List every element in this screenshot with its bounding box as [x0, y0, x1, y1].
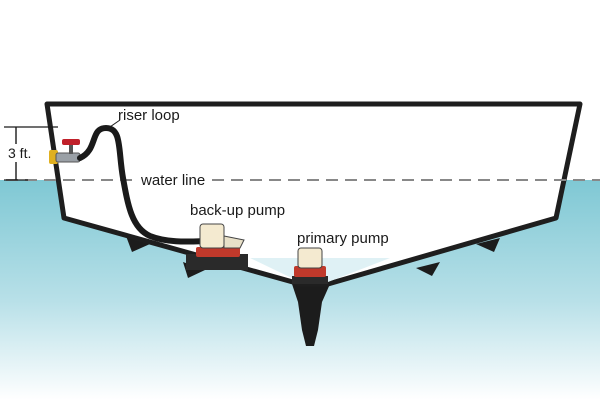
backup-pump-float-switch: [223, 235, 245, 249]
primary-pump-mount: [292, 276, 328, 284]
primary-pump-body: [297, 247, 323, 269]
height-label: 3 ft.: [8, 145, 31, 161]
backup-pump-mount: [186, 254, 248, 270]
riser-loop-hose: [77, 124, 213, 245]
keel: [292, 284, 330, 346]
riser-loop-label: riser loop: [118, 107, 180, 124]
riser-loop-leader: [106, 119, 121, 130]
hull-strake-right-outer: [476, 238, 500, 252]
backup-pump-label: back-up pump: [190, 202, 285, 219]
backup-pump-body: [199, 223, 225, 249]
primary-pump: [292, 247, 328, 284]
height-label-bg: [6, 144, 34, 162]
water-line-label: water line: [140, 172, 205, 189]
seacock-valve-body: [55, 152, 81, 163]
backup-pump: [186, 223, 248, 270]
primary-pump-label: primary pump: [297, 230, 389, 247]
valve-stem: [69, 143, 73, 154]
valve-handle-icon: [62, 139, 80, 145]
hull-strake-right-inner: [416, 262, 440, 276]
primary-pump-base: [294, 266, 326, 277]
backup-pump-base: [196, 247, 240, 257]
hull-strake-left-outer: [126, 236, 150, 252]
